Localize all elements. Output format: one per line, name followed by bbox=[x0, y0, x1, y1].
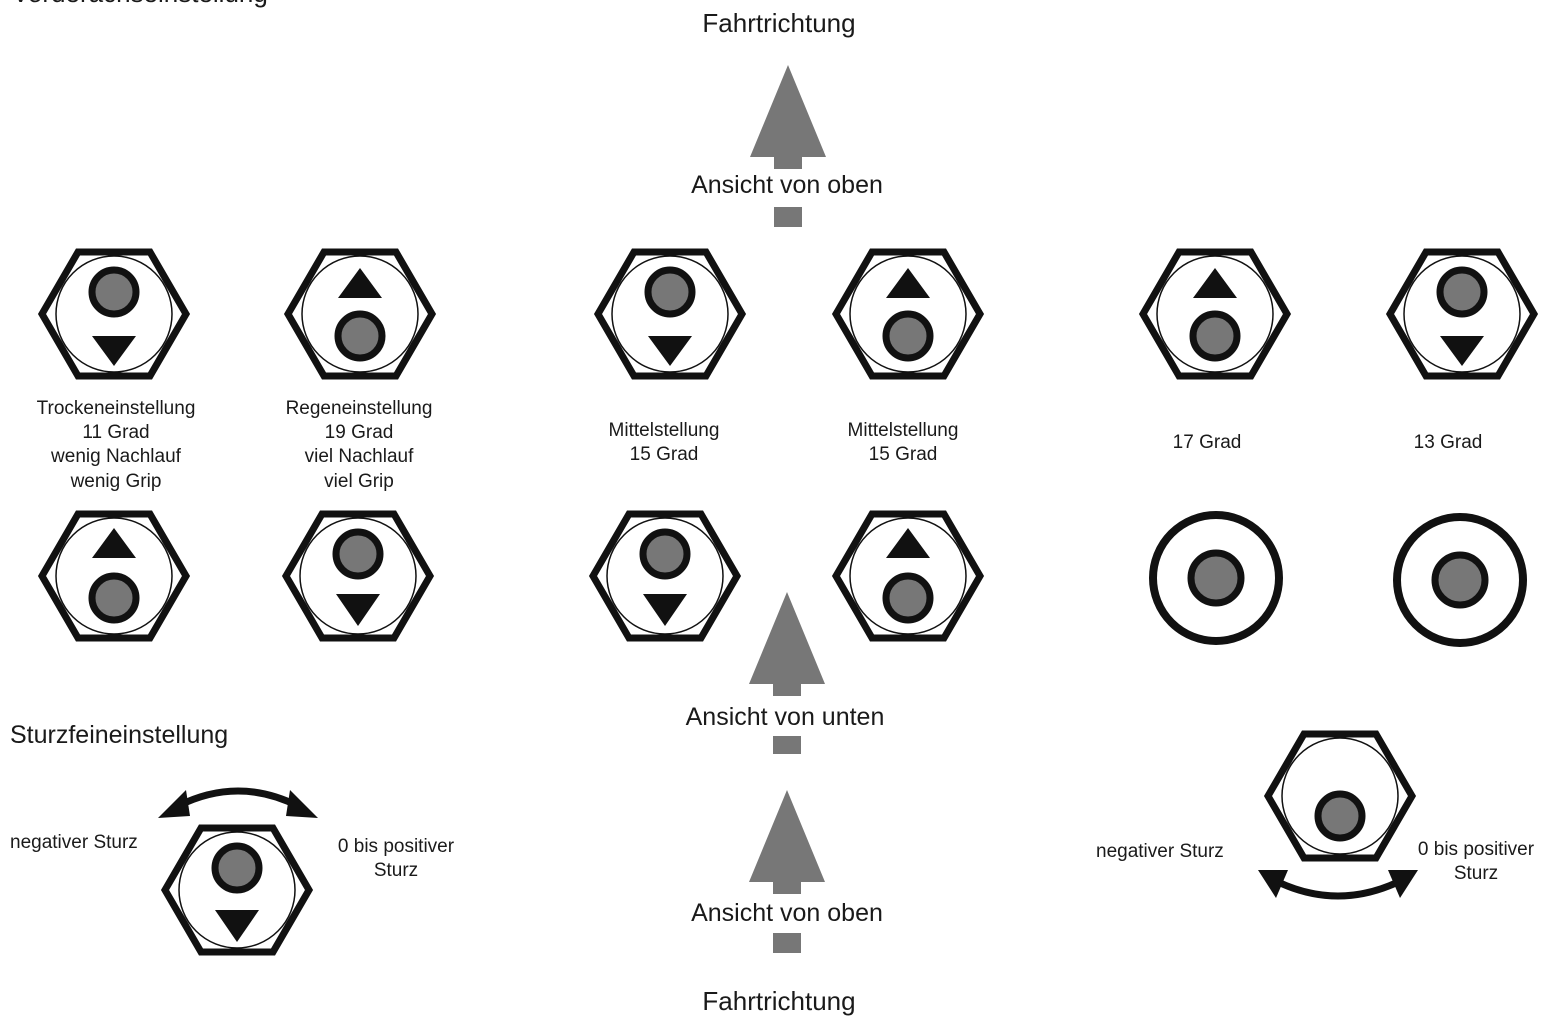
camber-positive-right-1: 0 bis positiver bbox=[1418, 839, 1535, 860]
direction-arrow-lower bbox=[749, 790, 825, 894]
svg-text:17 Grad: 17 Grad bbox=[1173, 432, 1242, 453]
setting-label-rain: Regeneinstellung 19 Grad viel Nachlauf v… bbox=[286, 398, 433, 492]
nut-mid-b-top bbox=[836, 252, 980, 376]
svg-text:Trockeneinstellung: Trockeneinstellung bbox=[37, 398, 196, 419]
svg-text:15 Grad: 15 Grad bbox=[630, 444, 699, 465]
washer-13-bottom bbox=[1393, 513, 1527, 647]
nut-dry-top bbox=[42, 252, 186, 376]
svg-text:wenig Nachlauf: wenig Nachlauf bbox=[50, 446, 182, 467]
svg-text:viel Grip: viel Grip bbox=[324, 471, 394, 492]
nut-mid-a-bottom bbox=[593, 514, 737, 638]
svg-text:Regeneinstellung: Regeneinstellung bbox=[286, 398, 433, 419]
nut-rain-top bbox=[288, 252, 432, 376]
washer-17-bottom bbox=[1149, 511, 1283, 645]
nut-camber-left bbox=[165, 828, 309, 952]
setting-label-dry: Trockeneinstellung 11 Grad wenig Nachlau… bbox=[37, 398, 196, 492]
direction-bottom-label: Fahrtrichtung bbox=[702, 986, 855, 1016]
svg-text:11 Grad: 11 Grad bbox=[82, 422, 149, 443]
svg-text:15 Grad: 15 Grad bbox=[869, 444, 938, 465]
svg-text:viel Nachlauf: viel Nachlauf bbox=[305, 446, 414, 467]
arrow-tail-top bbox=[774, 207, 802, 227]
camber-arrow-right bbox=[1258, 870, 1418, 900]
view-top-upper: Ansicht von oben bbox=[691, 171, 883, 199]
view-bottom: Ansicht von unten bbox=[686, 703, 885, 731]
camber-positive-left-2: Sturz bbox=[374, 860, 418, 881]
direction-arrow-middle bbox=[749, 592, 825, 696]
camber-negative-right: negativer Sturz bbox=[1096, 841, 1224, 862]
setting-label-mid-a: Mittelstellung 15 Grad bbox=[609, 420, 720, 465]
svg-text:Mittelstellung: Mittelstellung bbox=[609, 420, 720, 441]
camber-positive-right-2: Sturz bbox=[1454, 863, 1498, 884]
nut-camber-right bbox=[1268, 734, 1412, 858]
nut-13-top bbox=[1390, 252, 1534, 376]
direction-arrow-top bbox=[750, 65, 826, 169]
camber-arrow-left bbox=[158, 787, 318, 818]
svg-text:wenig Grip: wenig Grip bbox=[70, 471, 162, 492]
setting-label-mid-b: Mittelstellung 15 Grad bbox=[848, 420, 959, 465]
arrow-tail-lower bbox=[773, 933, 801, 953]
nut-rain-bottom bbox=[286, 514, 430, 638]
svg-text:13 Grad: 13 Grad bbox=[1414, 432, 1483, 453]
title-cut: Vorderachseinstellung bbox=[12, 0, 268, 8]
nut-mid-a-top bbox=[598, 252, 742, 376]
setting-label-17: 17 Grad bbox=[1173, 432, 1242, 453]
camber-title: Sturzfeineinstellung bbox=[10, 721, 228, 749]
camber-negative-left: negativer Sturz bbox=[10, 832, 138, 853]
nut-dry-bottom bbox=[42, 514, 186, 638]
view-top-lower: Ansicht von oben bbox=[691, 899, 883, 927]
svg-text:Mittelstellung: Mittelstellung bbox=[848, 420, 959, 441]
nut-17-top bbox=[1143, 252, 1287, 376]
svg-text:19 Grad: 19 Grad bbox=[325, 422, 394, 443]
camber-positive-left-1: 0 bis positiver bbox=[338, 836, 455, 857]
setting-label-13: 13 Grad bbox=[1414, 432, 1483, 453]
arrow-tail-middle bbox=[773, 736, 801, 754]
direction-top-label: Fahrtrichtung bbox=[702, 8, 855, 38]
nut-mid-b-bottom bbox=[836, 514, 980, 638]
